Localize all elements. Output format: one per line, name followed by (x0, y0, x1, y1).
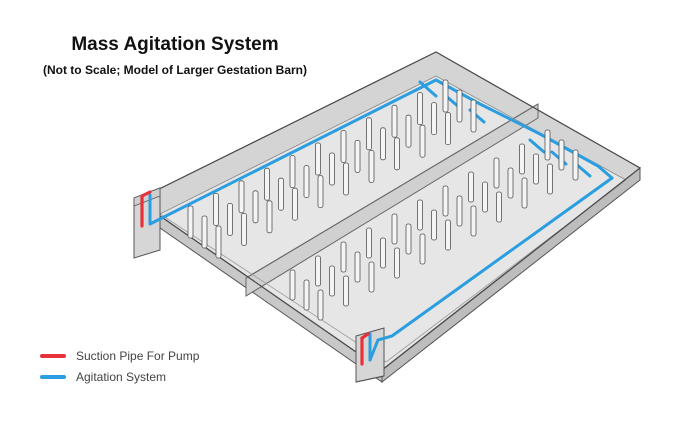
support-post (368, 261, 375, 293)
support-post (264, 167, 270, 201)
support-post (445, 219, 451, 251)
diagram-title: Mass Agitation System (71, 34, 279, 55)
support-post (343, 275, 349, 307)
support-post (470, 205, 477, 237)
support-post (380, 127, 386, 161)
support-post (572, 149, 579, 181)
support-post (329, 152, 335, 186)
support-post (442, 79, 449, 113)
support-post (201, 215, 208, 249)
support-post (468, 171, 474, 203)
support-post (354, 251, 361, 283)
support-post (303, 165, 310, 199)
support-post (394, 137, 400, 171)
support-post (456, 195, 463, 227)
support-post (289, 155, 296, 189)
support-post (238, 180, 245, 214)
support-post (366, 227, 372, 259)
support-post (278, 177, 284, 211)
support-post (227, 202, 233, 236)
suction-pipe-front (360, 332, 370, 366)
support-post (368, 149, 375, 183)
support-post (343, 162, 349, 196)
suction-pipes (140, 190, 370, 366)
support-post (241, 212, 247, 246)
agitation-swatch (40, 375, 66, 379)
support-post (266, 200, 273, 234)
support-post (354, 139, 361, 173)
support-post (391, 104, 398, 138)
support-post (292, 187, 298, 221)
support-post (533, 153, 539, 185)
manure-pit (135, 51, 642, 384)
diagram-subtitle: (Not to Scale; Model of Larger Gestation… (42, 63, 308, 77)
support-post (507, 167, 514, 199)
legend-label-suction: Suction Pipe For Pump (76, 349, 200, 363)
support-post (431, 209, 437, 241)
support-post (391, 213, 398, 245)
support-post (470, 99, 477, 133)
support-posts (187, 79, 579, 321)
support-post (547, 163, 553, 195)
support-post (329, 265, 335, 297)
support-post (366, 117, 372, 151)
support-post (315, 142, 321, 176)
support-post (380, 237, 386, 269)
pit-back-wall (137, 52, 436, 214)
agitation-header-front (368, 176, 614, 362)
suction-pipe-left (140, 190, 152, 228)
support-post (445, 112, 451, 145)
support-post (419, 124, 426, 158)
legend-agitation: Agitation System (40, 369, 166, 385)
agitation-stub-4 (528, 138, 546, 154)
support-post (252, 190, 259, 224)
legend-suction: Suction Pipe For Pump (40, 348, 199, 364)
support-post (419, 233, 426, 265)
support-post (405, 114, 412, 148)
support-post (417, 92, 423, 125)
support-post (187, 205, 194, 239)
suction-swatch (40, 354, 66, 358)
support-post (496, 191, 502, 223)
support-post (394, 247, 400, 279)
support-post (493, 157, 500, 189)
support-post (303, 279, 310, 311)
support-post (482, 181, 488, 213)
support-post (442, 185, 449, 217)
support-post (215, 225, 222, 259)
support-post (317, 175, 324, 209)
support-post (431, 102, 437, 135)
support-post (405, 223, 412, 255)
support-post (521, 177, 528, 209)
sump-left (133, 187, 161, 259)
support-post (519, 143, 525, 175)
support-post (544, 129, 551, 161)
support-post (317, 289, 324, 321)
support-post (558, 139, 565, 171)
support-post (417, 199, 423, 231)
support-post (213, 192, 219, 226)
support-post (456, 89, 463, 123)
agitation-stub-1 (418, 80, 438, 98)
support-post (315, 255, 321, 287)
support-post (340, 241, 347, 273)
support-post (289, 269, 296, 301)
legend-label-agitation: Agitation System (76, 370, 167, 384)
support-post (340, 129, 347, 163)
